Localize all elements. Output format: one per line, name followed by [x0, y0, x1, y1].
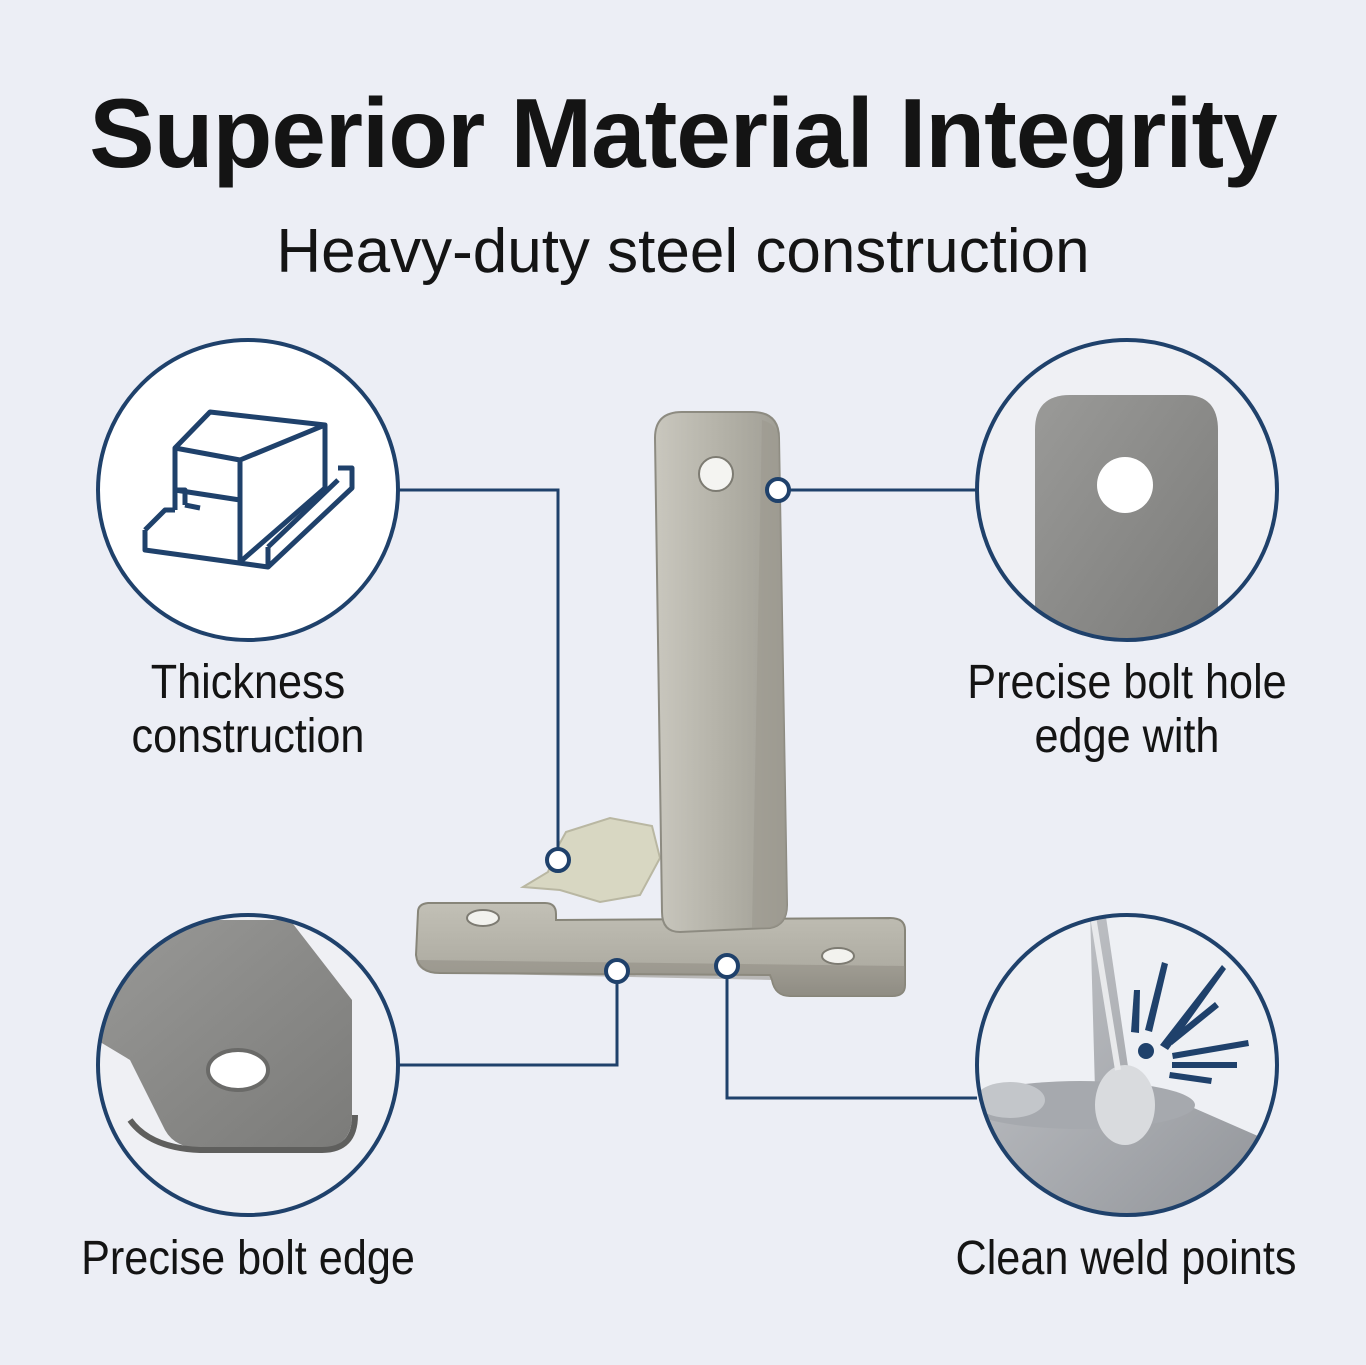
- spark-icon: [1131, 962, 1249, 1084]
- page-subtitle: Heavy-duty steel construction: [276, 217, 1090, 286]
- bolt-hole-label-line1: Precise bolt hole: [967, 656, 1287, 709]
- bolt-hole-callout-circle: [975, 338, 1279, 642]
- bolt-edge-label: Precise bolt edge: [50, 1232, 446, 1286]
- bolt-edge-callout-circle: [96, 913, 400, 1217]
- bolt-hole-label-line2: edge with: [1034, 709, 1220, 763]
- hotspot-bolt-edge[interactable]: [604, 958, 630, 984]
- connector-weld: [725, 966, 977, 1100]
- thickness-label-line1: Thickness: [150, 656, 346, 709]
- thickness-callout-circle: [96, 338, 400, 642]
- thickness-label-line2: construction: [131, 709, 365, 763]
- connector-bolt-edge: [398, 971, 619, 1067]
- thickness-label: Thickness construction: [68, 656, 428, 764]
- hotspot-thickness[interactable]: [545, 847, 571, 873]
- steel-bracket-image: [414, 411, 906, 997]
- bolt-edge-label-line1: Precise bolt edge: [81, 1232, 415, 1285]
- weld-label-line1: Clean weld points: [955, 1232, 1297, 1285]
- weld-callout-circle: [975, 913, 1279, 1217]
- bolt-hole-label: Precise bolt hole edge with: [929, 656, 1325, 764]
- connector-thickness: [398, 488, 560, 860]
- hotspot-bolt-hole[interactable]: [765, 477, 791, 503]
- page-title: Superior Material Integrity: [89, 78, 1277, 188]
- steel-profile-icon: [142, 409, 355, 570]
- hotspot-weld[interactable]: [714, 953, 740, 979]
- weld-label: Clean weld points: [928, 1232, 1324, 1286]
